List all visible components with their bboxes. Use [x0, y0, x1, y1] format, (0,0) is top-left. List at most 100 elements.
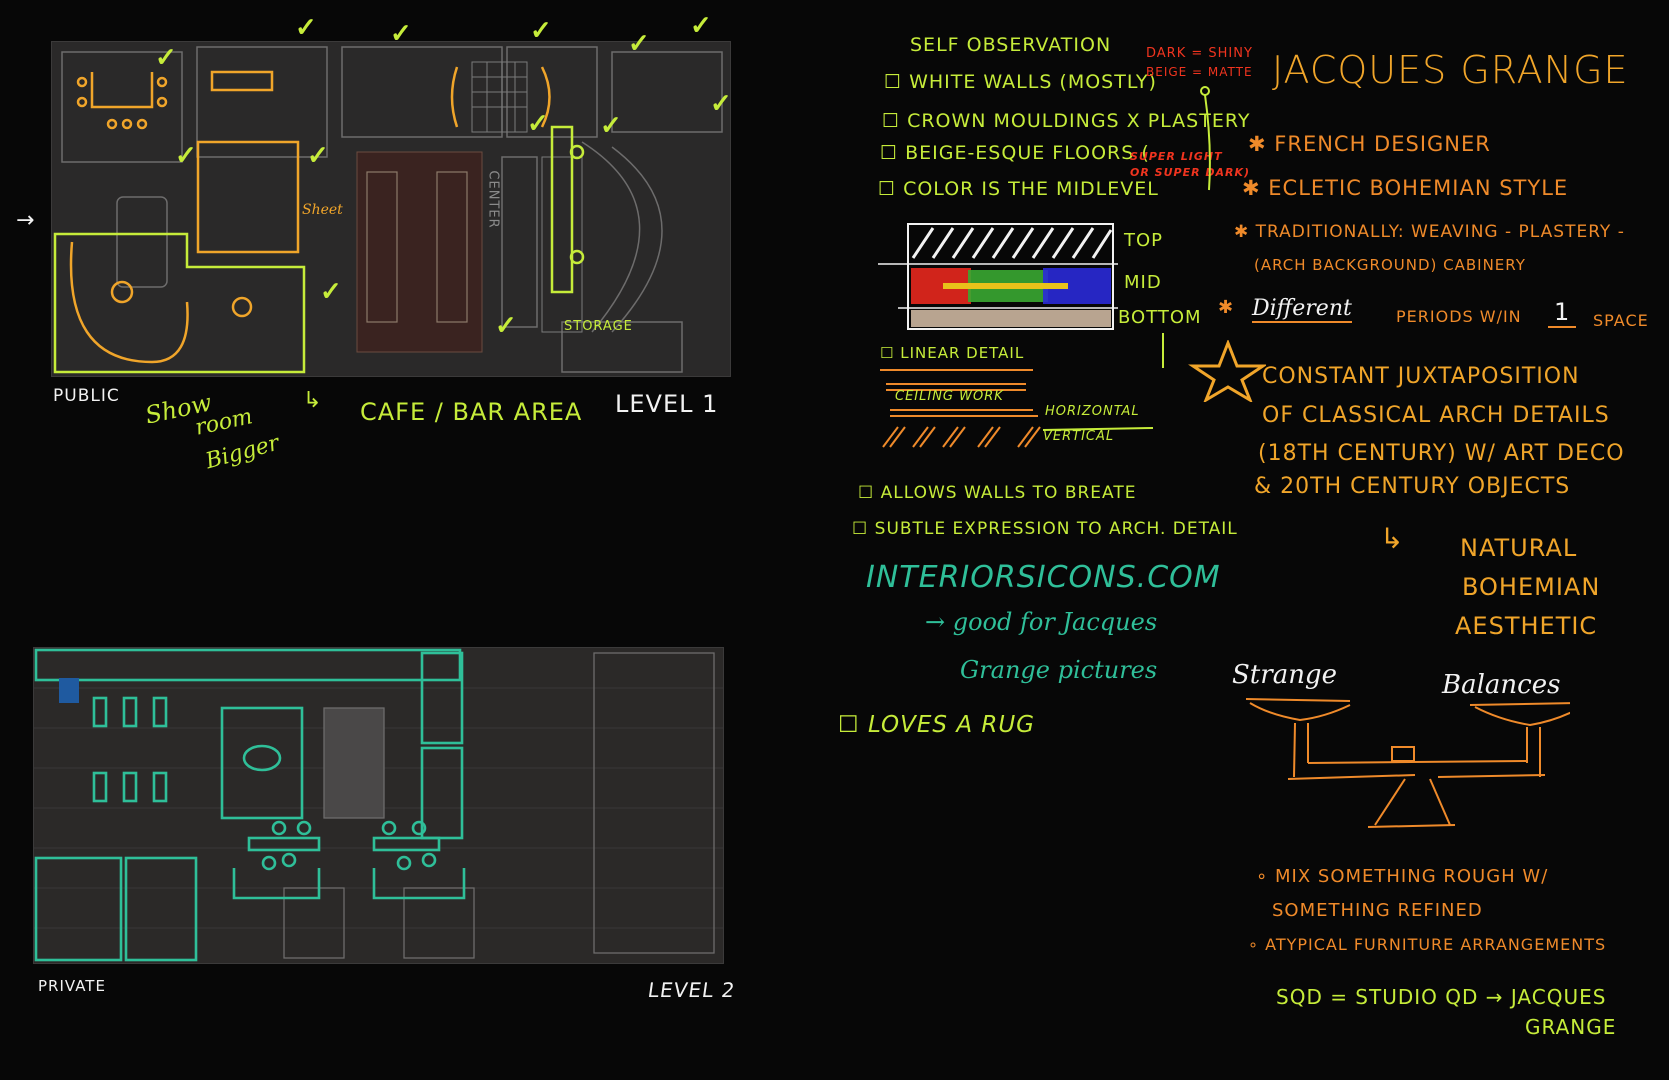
open-area [593, 652, 715, 954]
ceiling-work-label: CEILING WORK [895, 389, 1004, 404]
observation-text: COLOR IS THE MIDLEVEL [903, 178, 1159, 200]
sheet-note: Sheet [302, 202, 343, 218]
level-2-drawing [34, 648, 723, 962]
observation-text: ALLOWS WALLS TO BREATE [880, 483, 1137, 503]
bullet-continuation: (ARCH BACKGROUND) CABINERY [1254, 256, 1526, 274]
mid-band [911, 268, 1111, 304]
mix-text: ATYPICAL FURNITURE ARRANGEMENTS [1265, 935, 1607, 954]
top-band [911, 227, 1113, 259]
observation-text: CROWN MOULDINGS X PLASTERY [907, 110, 1251, 132]
star-icon [1188, 340, 1266, 402]
showroom-note-3: Bigger [203, 430, 282, 475]
juxtaposition-line: OF CLASSICAL ARCH DETAILS [1262, 403, 1610, 428]
check-mark: ✓ [320, 276, 342, 306]
level-1-drawing [53, 46, 723, 374]
lounge-rug-zone [220, 706, 304, 820]
wall-color-diagram [878, 223, 1118, 330]
finish-note-1: DARK = SHINY [1146, 46, 1253, 61]
bullet-item: ✱ TRADITIONALLY: WEAVING - PLASTERY - [1234, 222, 1625, 242]
curved-banquette [69, 241, 189, 364]
curved-wall [611, 146, 663, 333]
floors-note-1: SUPER LIGHT [1130, 150, 1223, 163]
check-mark: ✓ [307, 140, 329, 170]
blue-chair [59, 678, 79, 703]
floors-note-2: OR SUPER DARK) [1130, 166, 1251, 179]
observation-item: ☐ WHITE WALLS (MOSTLY) [884, 71, 1157, 93]
mix-bullet: ∘ ATYPICAL FURNITURE ARRANGEMENTS [1248, 935, 1607, 954]
juxtaposition-line: CONSTANT JUXTAPOSITION [1262, 364, 1580, 389]
diagram-label-bottom: BOTTOM [1118, 307, 1202, 328]
ceiling-linear-sketch [880, 369, 1154, 448]
check-mark: ✓ [628, 28, 650, 58]
periods-space: SPACE [1593, 311, 1649, 330]
level-2-floor-plan [33, 647, 724, 964]
sqd-line-2: GRANGE [1525, 1015, 1617, 1039]
periods-one: 1 [1548, 298, 1577, 328]
room-outline [611, 51, 723, 133]
linear-detail-item: ☐ LINEAR DETAIL [880, 344, 1025, 362]
connector-line [1200, 86, 1211, 191]
label-cafe-bar-area: CAFE / BAR AREA [360, 398, 583, 426]
bullet-item: ✱ FRENCH DESIGNER [1248, 132, 1491, 156]
observation-item: ☐ BEIGE-ESQUE FLOORS ( [880, 142, 1150, 164]
different-word: Different [1252, 296, 1352, 323]
self-observation-title: SELF OBSERVATION [910, 34, 1112, 56]
horizontal-label: HORIZONTAL [1045, 404, 1140, 419]
mix-continuation: SOMETHING REFINED [1272, 900, 1483, 921]
mix-bullet: ∘ MIX SOMETHING ROUGH W/ [1256, 866, 1549, 887]
check-mark: ✓ [390, 18, 412, 48]
bullet-text: FRENCH DESIGNER [1274, 132, 1491, 156]
curved-wall [581, 141, 641, 333]
bullet-text: TRADITIONALLY: WEAVING - PLASTERY - [1255, 222, 1625, 242]
check-mark: ✓ [175, 140, 197, 170]
website-link[interactable]: INTERIORSICONS.COM [866, 560, 1221, 595]
center-counter [501, 156, 538, 328]
small-room [420, 746, 464, 840]
result-line: NATURAL [1460, 534, 1578, 562]
website-note-2: Grange pictures [960, 656, 1158, 684]
u-table [90, 72, 154, 109]
bullet-text: ECLETIC BOHEMIAN STYLE [1268, 176, 1569, 200]
bullet-item: ✱ [1218, 297, 1235, 318]
diagram-label-top: TOP [1124, 230, 1164, 251]
conference-table [210, 70, 274, 92]
cafe-arrow: ↳ [303, 388, 323, 413]
check-mark: ✓ [710, 88, 732, 118]
check-mark: ✓ [495, 310, 517, 340]
check-mark: ✓ [530, 15, 552, 45]
result-arrow: ↳ [1380, 522, 1405, 555]
observation-item: ☐ ALLOWS WALLS TO BREATE [858, 483, 1137, 503]
finish-note-2: BEIGE = MATTE [1146, 65, 1253, 79]
balance-scale-icon [1245, 698, 1570, 828]
label-public: PUBLIC [53, 386, 120, 406]
level-1-floor-plan: CENTER STORAGE Sheet [51, 41, 731, 377]
show-room-zone [196, 140, 300, 254]
label-level-1: LEVEL 1 [615, 390, 719, 418]
room-outline [61, 51, 183, 163]
scale-right-label: Balances [1442, 670, 1561, 700]
lobby-fixture [116, 196, 168, 288]
room-label-storage: STORAGE [564, 319, 633, 334]
label-level-2: LEVEL 2 [646, 978, 738, 1002]
public-zone-outline [53, 232, 306, 374]
mix-text: MIX SOMETHING ROUGH W/ [1275, 866, 1549, 887]
window-seating-row [34, 648, 462, 682]
rug [356, 151, 483, 353]
arch-right [540, 66, 551, 128]
grid-screen [471, 61, 528, 133]
juxtaposition-line: (18TH CENTURY) W/ ART DECO [1258, 441, 1625, 466]
stair [541, 156, 583, 333]
room-outline [196, 46, 328, 158]
bar-counter [550, 125, 574, 294]
bottom-connector-line [1162, 333, 1164, 368]
sqd-line: SQD = STUDIO QD → JACQUES [1276, 985, 1607, 1009]
check-mark: ✓ [600, 110, 622, 140]
stair-core [403, 887, 475, 959]
observation-item: ☐ SUBTLE EXPRESSION TO ARCH. DETAIL [852, 519, 1238, 539]
check-mark: ✓ [527, 108, 549, 138]
linear-detail-text: LINEAR DETAIL [900, 344, 1025, 362]
bottom-band [911, 310, 1111, 327]
void-panel [323, 707, 385, 819]
juxtaposition-line: & 20TH CENTURY OBJECTS [1254, 474, 1571, 499]
entry-arrow: → [16, 208, 36, 233]
